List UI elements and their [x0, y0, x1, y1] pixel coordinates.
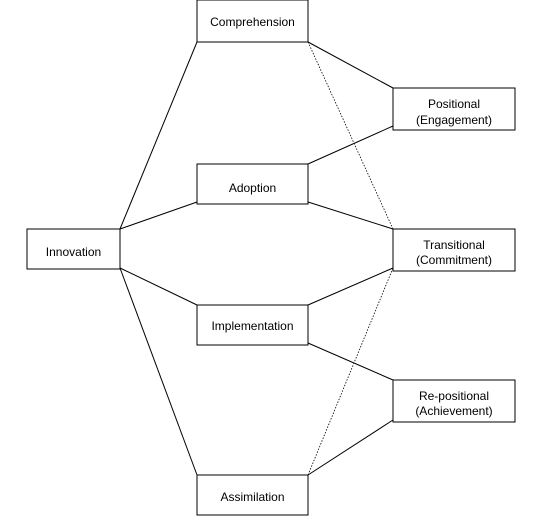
edge-adoption-transitional: [307, 201, 394, 230]
node-positional: Positional (Engagement): [392, 87, 516, 131]
connectors: [119, 41, 394, 476]
node-innovation-label: Innovation: [46, 245, 101, 259]
node-transitional-label: Transitional: [423, 238, 485, 252]
node-innovation: Innovation: [26, 228, 121, 270]
edge-assimilation-transitional: [307, 267, 394, 476]
node-adoption-label: Adoption: [229, 181, 276, 195]
node-repositional-sublabel: (Achievement): [415, 404, 492, 418]
edge-assimilation-repositional: [307, 419, 394, 476]
node-positional-sublabel: (Engagement): [416, 113, 492, 127]
node-implementation-label: Implementation: [211, 319, 293, 333]
node-positional-label: Positional: [428, 97, 480, 111]
node-transitional-sublabel: (Commitment): [416, 253, 492, 267]
edge-comprehension-transitional: [307, 41, 394, 230]
edge-comprehension-positional: [307, 41, 394, 89]
node-assimilation-label: Assimilation: [220, 490, 284, 504]
edge-innovation-assimilation: [119, 267, 198, 476]
edge-implementation-repositional: [307, 342, 394, 381]
edge-adoption-positional: [307, 125, 394, 165]
node-implementation: Implementation: [196, 304, 309, 346]
edge-innovation-comprehension: [119, 41, 198, 230]
edge-implementation-transitional: [307, 267, 394, 306]
node-comprehension-label: Comprehension: [210, 15, 295, 29]
node-transitional: Transitional (Commitment): [392, 228, 516, 272]
node-comprehension: Comprehension: [196, 0, 309, 43]
edge-innovation-implementation: [119, 267, 198, 306]
node-adoption: Adoption: [196, 163, 309, 205]
node-repositional: Re-positional (Achievement): [392, 379, 516, 423]
node-assimilation: Assimilation: [196, 474, 309, 516]
node-repositional-label: Re-positional: [419, 389, 489, 403]
edge-innovation-adoption: [119, 201, 198, 230]
